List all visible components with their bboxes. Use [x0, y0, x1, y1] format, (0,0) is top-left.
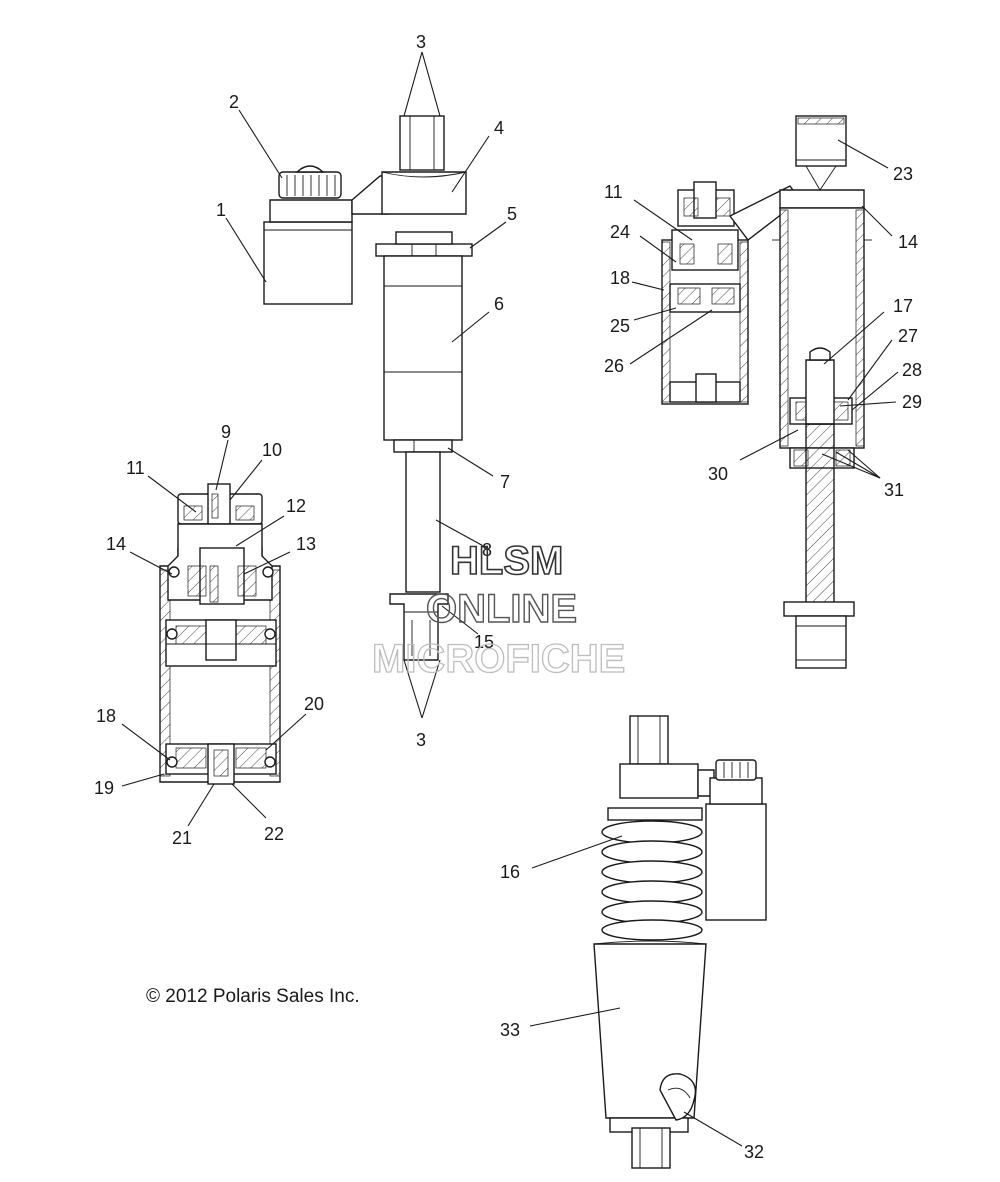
callout-31: 31 — [884, 480, 904, 500]
callout-8: 8 — [482, 540, 492, 560]
watermark-line-2: ONLINE — [426, 587, 577, 631]
callout-13: 13 — [296, 534, 316, 554]
reservoir-cross-section — [159, 483, 281, 785]
callout-26: 26 — [604, 356, 624, 376]
spring-shock-lower-eyelet — [631, 1127, 671, 1169]
seal-head — [393, 439, 453, 453]
callout-28: 28 — [902, 360, 922, 380]
callout-21: 21 — [172, 828, 192, 848]
spring-shock-cap — [619, 763, 699, 799]
callout-11-left: 11 — [126, 458, 145, 478]
bump-stop-b — [783, 601, 855, 617]
upper-eyelet — [399, 115, 445, 171]
section-adjuster — [207, 483, 231, 525]
shaft-b — [805, 423, 835, 621]
shock-assembly-exterior — [263, 115, 473, 661]
callout-23: 23 — [893, 164, 913, 184]
callout-25: 25 — [610, 316, 630, 336]
callout-3-bottom: 3 — [416, 730, 426, 750]
callout-1: 1 — [216, 200, 226, 220]
shock-with-spring — [593, 715, 767, 1169]
callout-labels: 1 2 3 4 5 6 7 8 15 3 9 10 11 12 13 14 18… — [94, 32, 922, 1162]
shock-body — [383, 255, 463, 441]
body-cap — [381, 171, 467, 215]
reservoir-cap — [269, 199, 353, 223]
callout-3-top: 3 — [416, 32, 426, 52]
callout-33: 33 — [500, 1020, 520, 1040]
shock-cross-section — [661, 115, 872, 669]
spring-shock-eyelet — [629, 715, 669, 765]
callout-7: 7 — [500, 472, 510, 492]
callout-4: 4 — [494, 118, 504, 138]
body-cap-b — [779, 189, 865, 209]
callout-19: 19 — [94, 778, 114, 798]
shaft — [405, 451, 441, 593]
watermark-line-1: HLSM — [450, 539, 563, 583]
callout-16: 16 — [500, 862, 520, 882]
callout-6: 6 — [494, 294, 504, 314]
callout-18-right: 18 — [610, 268, 630, 288]
lower-eyelet — [389, 593, 449, 661]
spring-retainer — [607, 807, 703, 821]
callout-24: 24 — [610, 222, 630, 242]
callout-2: 2 — [229, 92, 239, 112]
watermark: HLSM ONLINE MICROFICHE — [371, 538, 626, 681]
callout-27: 27 — [898, 326, 918, 346]
preload-ring — [375, 243, 473, 257]
spring-shock-reservoir — [705, 803, 767, 921]
callout-32: 32 — [744, 1142, 764, 1162]
callout-5: 5 — [507, 204, 517, 224]
callout-20: 20 — [304, 694, 324, 714]
callout-17: 17 — [893, 296, 913, 316]
callout-10: 10 — [262, 440, 282, 460]
callout-14-left: 14 — [106, 534, 126, 554]
copyright-text: © 2012 Polaris Sales Inc. — [146, 986, 360, 1007]
coil-spring — [601, 820, 703, 941]
boot-clamp — [659, 1073, 697, 1121]
callout-11-right: 11 — [604, 182, 623, 202]
reservoir-body — [263, 221, 353, 305]
adjuster-knob — [278, 171, 342, 199]
callout-15: 15 — [474, 632, 494, 652]
callout-12: 12 — [286, 496, 306, 516]
valve-spool — [199, 547, 245, 605]
leader-lines-c — [629, 139, 899, 479]
callout-14-right: 14 — [898, 232, 918, 252]
callout-9: 9 — [221, 422, 231, 442]
callout-29: 29 — [902, 392, 922, 412]
watermark-line-3: MICROFICHE — [372, 637, 625, 681]
leader-lines-d — [529, 835, 743, 1147]
callout-18-left: 18 — [96, 706, 116, 726]
callout-30: 30 — [708, 464, 728, 484]
callout-22: 22 — [264, 824, 284, 844]
leader-lines-b — [121, 439, 307, 827]
leader-lines-a — [225, 51, 507, 719]
lower-eyelet-b — [795, 615, 847, 669]
